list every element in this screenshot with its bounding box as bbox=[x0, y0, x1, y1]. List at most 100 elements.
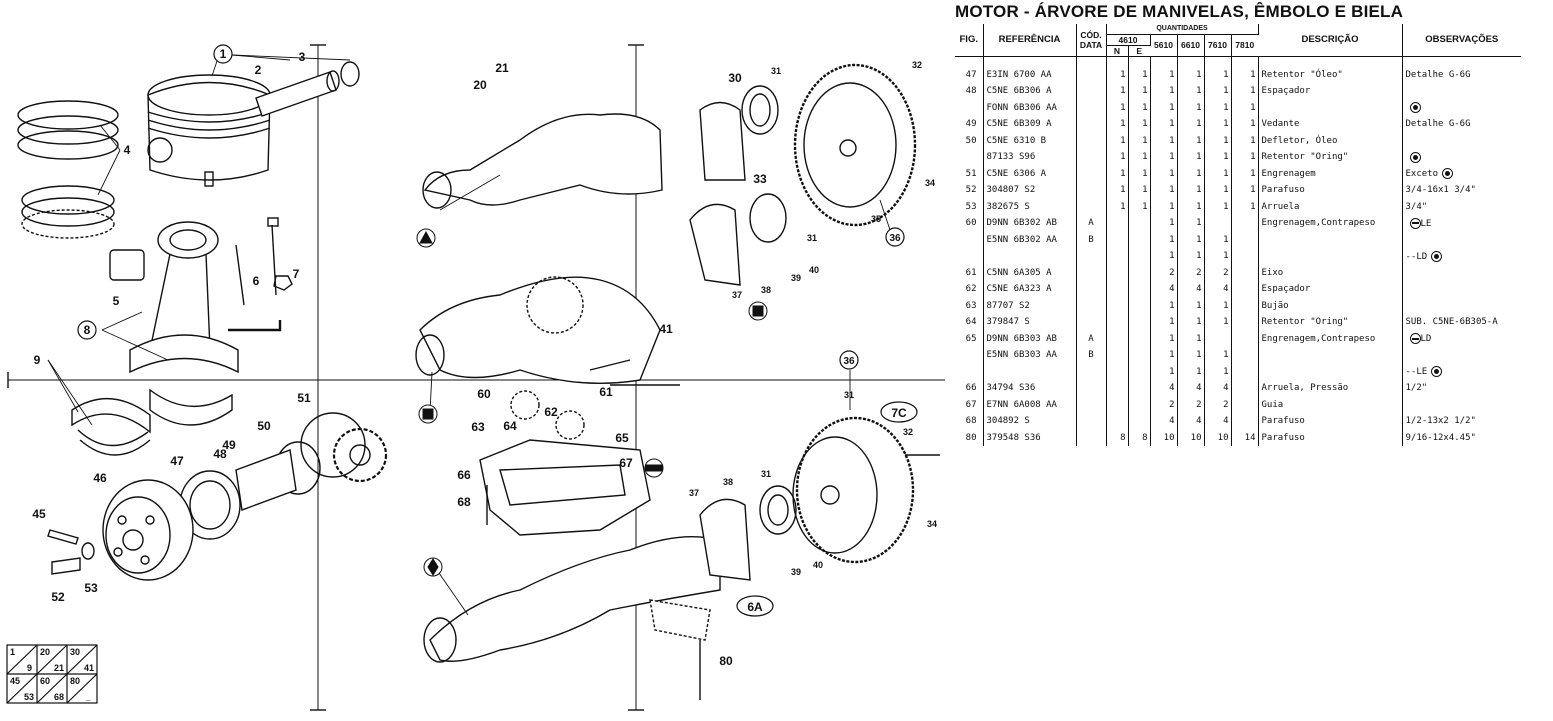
cell-desc bbox=[1258, 99, 1403, 116]
cell-cod bbox=[1076, 363, 1107, 380]
cell-text: 1 bbox=[1169, 234, 1175, 245]
flywheel-illustrations bbox=[792, 63, 940, 564]
cell-n: 1 bbox=[1106, 99, 1129, 116]
cell-fig: 53 bbox=[955, 198, 984, 215]
cell-cod bbox=[1076, 281, 1107, 298]
cell-obs: Detalhe G-6G bbox=[1402, 56, 1521, 83]
cell-q7610: 1 bbox=[1204, 149, 1232, 166]
cell-text: D9NN 6B302 AB bbox=[986, 218, 1057, 229]
minus-circle-icon bbox=[1409, 333, 1421, 345]
cell-obs: SUB. C5NE-6B305-A bbox=[1402, 314, 1521, 331]
cell-n: 1 bbox=[1106, 198, 1129, 215]
cell-q5610: 1 bbox=[1150, 314, 1178, 331]
cell-q7810 bbox=[1231, 248, 1259, 265]
cell-desc: Eixo bbox=[1258, 264, 1403, 281]
cell-text: 1 bbox=[1142, 69, 1148, 80]
cell-text: 1 bbox=[1250, 201, 1256, 212]
grid-a-1: 1 bbox=[10, 647, 15, 657]
callout-21: 21 bbox=[495, 61, 509, 75]
cell-fig: 60 bbox=[955, 215, 984, 232]
cell-q6610: 1 bbox=[1177, 198, 1205, 215]
cell-q6610: 4 bbox=[1177, 413, 1205, 430]
cell-text: 2 bbox=[1223, 267, 1229, 278]
cell-obs: 3/4-16x1 3/4" bbox=[1402, 182, 1521, 199]
cell-n bbox=[1106, 330, 1129, 347]
col-4610: 4610 bbox=[1106, 34, 1151, 46]
cell-e bbox=[1128, 215, 1151, 232]
cell-text: Retentor "Oring" bbox=[1261, 152, 1349, 163]
cell-q5610: 2 bbox=[1150, 396, 1178, 413]
cell-text: 304807 S2 bbox=[986, 185, 1036, 196]
cell-text: 1 bbox=[1196, 201, 1202, 212]
cell-text: 1 bbox=[1169, 218, 1175, 229]
cell-q7610 bbox=[1204, 215, 1232, 232]
cell-text: 1 bbox=[1169, 317, 1175, 328]
cell-text: 1 bbox=[1196, 185, 1202, 196]
callout-45: 45 bbox=[32, 507, 46, 521]
callout-32b: 32 bbox=[903, 427, 913, 437]
cell-text: 14 bbox=[1244, 432, 1256, 443]
callout-33: 33 bbox=[753, 172, 767, 186]
cell-text: 1 bbox=[1223, 119, 1229, 130]
seal-retainer-illustrations bbox=[689, 85, 797, 581]
cell-cod: B bbox=[1076, 231, 1107, 248]
cell-fig bbox=[955, 99, 984, 116]
cell-e: 1 bbox=[1128, 149, 1151, 166]
cell-n bbox=[1106, 264, 1129, 281]
callout-52: 52 bbox=[51, 590, 65, 604]
cell-n: 1 bbox=[1106, 83, 1129, 100]
cell-q5610: 2 bbox=[1150, 264, 1178, 281]
callout-37a: 37 bbox=[732, 290, 742, 300]
cell-q7810: 14 bbox=[1231, 429, 1259, 446]
callout-40a: 40 bbox=[809, 265, 819, 275]
cell-obs bbox=[1402, 133, 1521, 150]
dot-circle-icon bbox=[1431, 250, 1443, 262]
cell-obs: Detalhe G-6G bbox=[1402, 116, 1521, 133]
cell-ref: 304892 S bbox=[983, 413, 1077, 430]
cell-e bbox=[1128, 264, 1151, 281]
cell-text: LE bbox=[1420, 218, 1432, 229]
cell-q7810 bbox=[1231, 330, 1259, 347]
cell-q7610: 1 bbox=[1204, 132, 1232, 149]
cell-n bbox=[1106, 231, 1129, 248]
cell-text: Arruela, Pressão bbox=[1261, 383, 1349, 394]
cell-text: 1 bbox=[1250, 168, 1256, 179]
index-grid bbox=[6, 644, 98, 704]
cell-q7610: 10 bbox=[1204, 429, 1232, 446]
cell-text: 1 bbox=[1250, 119, 1256, 130]
cell-desc: Defletor, Óleo bbox=[1258, 132, 1403, 149]
cell-desc: Arruela, Pressão bbox=[1258, 380, 1403, 397]
callout-66: 66 bbox=[457, 468, 471, 482]
dot-circle-icon bbox=[1442, 168, 1454, 180]
cell-q5610: 1 bbox=[1150, 297, 1178, 314]
cell-obs bbox=[1402, 347, 1521, 364]
cell-cod bbox=[1076, 314, 1107, 331]
cell-cod bbox=[1076, 56, 1107, 83]
cell-n bbox=[1106, 396, 1129, 413]
cell-desc: Engrenagem,Contrapeso bbox=[1258, 215, 1403, 232]
cell-ref: 379548 S36 bbox=[983, 429, 1077, 446]
grid-b-1: 9 bbox=[27, 663, 32, 673]
cell-text: 2 bbox=[1196, 399, 1202, 410]
cell-ref bbox=[983, 363, 1077, 380]
cell-text: 8 bbox=[1120, 432, 1126, 443]
cell-obs bbox=[1402, 232, 1521, 249]
cell-fig: 47 bbox=[955, 56, 984, 83]
cell-text: 68 bbox=[965, 416, 977, 427]
cell-fig: 67 bbox=[955, 396, 984, 413]
cell-q7810 bbox=[1231, 413, 1259, 430]
cell-desc: Bujão bbox=[1258, 297, 1403, 314]
cell-desc: Guia bbox=[1258, 396, 1403, 413]
cell-q6610: 1 bbox=[1177, 99, 1205, 116]
cell-q7610: 1 bbox=[1204, 56, 1232, 83]
cell-q7810: 1 bbox=[1231, 182, 1259, 199]
callout-67: 67 bbox=[619, 456, 633, 470]
col-4610-e: E bbox=[1128, 45, 1150, 57]
cell-obs bbox=[1402, 265, 1521, 282]
